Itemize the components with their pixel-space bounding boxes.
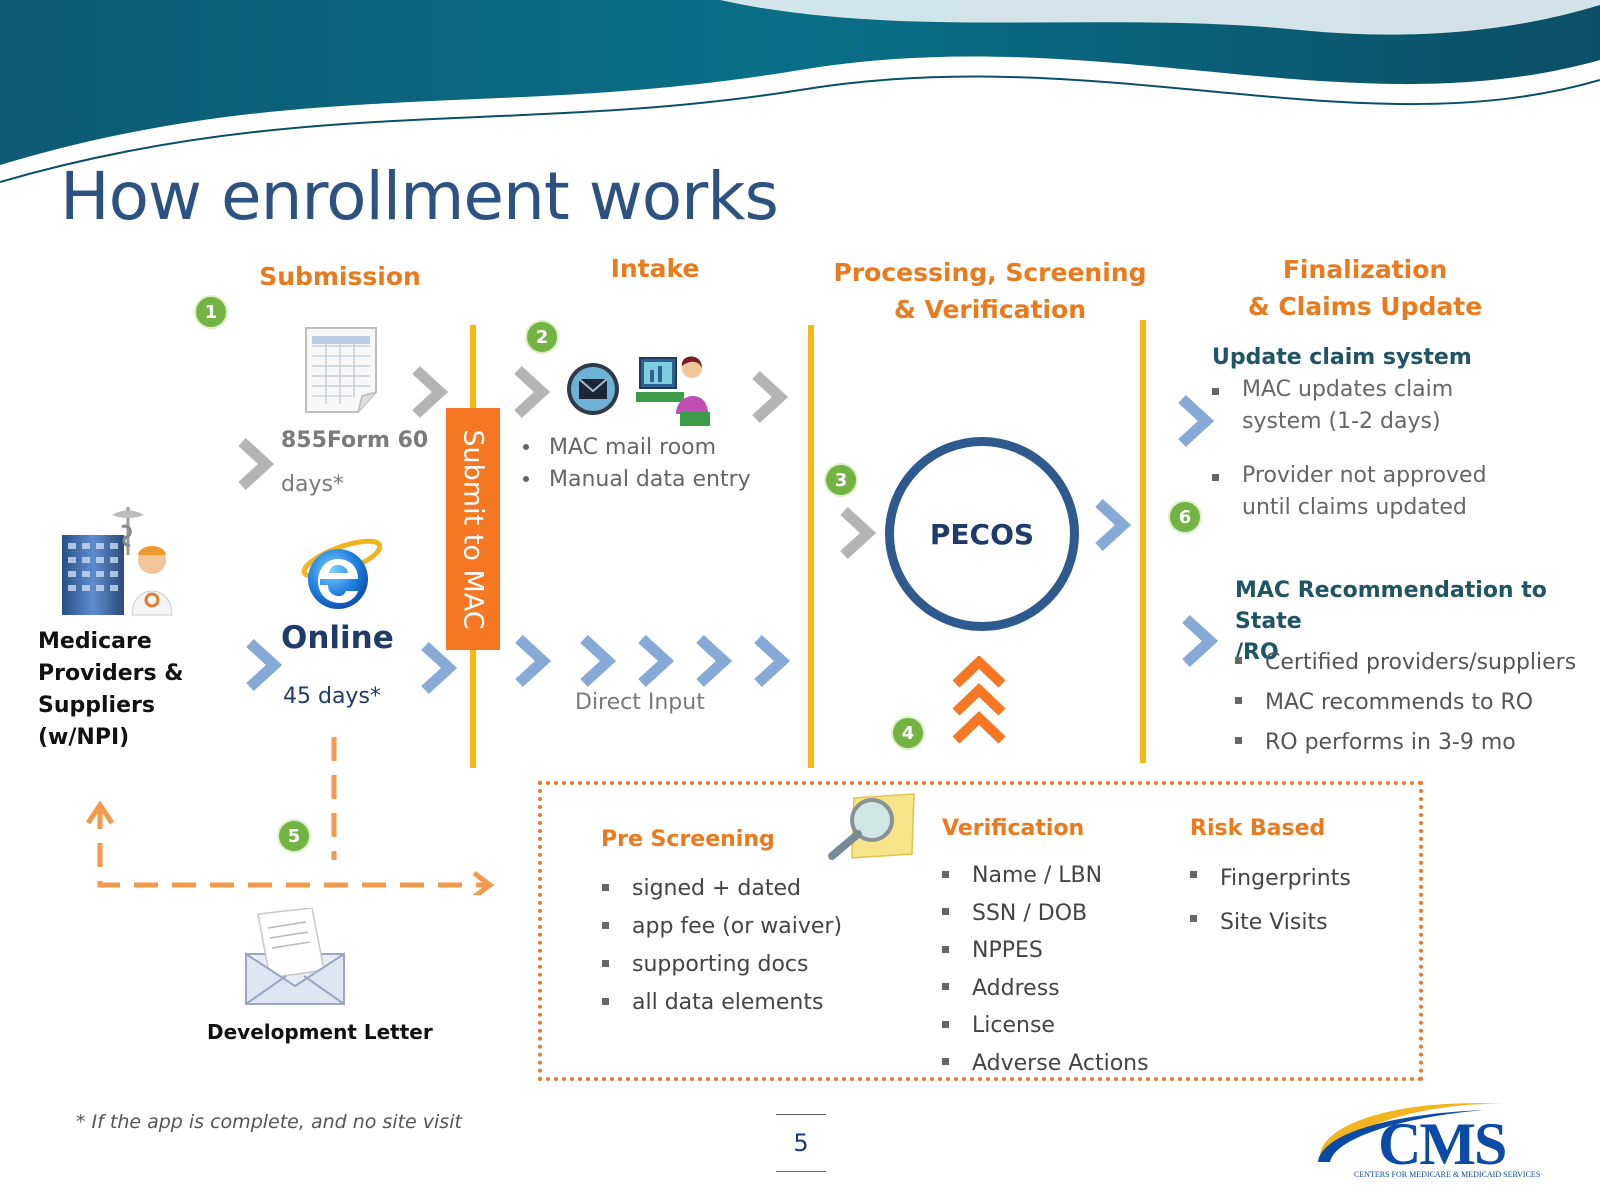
submit-to-mac-label: Submit to MAC — [457, 428, 489, 630]
pre-screening-item: app fee (or waiver) — [602, 908, 842, 946]
pre-screening-list: signed + dated app fee (or waiver) suppo… — [602, 870, 842, 1022]
mac-recommendation-list: Certified providers/suppliers MAC recomm… — [1235, 643, 1576, 763]
column-heading-processing: Processing, Screening & Verification — [833, 258, 1147, 324]
column-heading-finalization: Finalization & Claims Update — [1247, 255, 1483, 321]
development-letter-label: Development Letter — [207, 1020, 433, 1044]
intake-item: MAC mail room — [519, 432, 751, 464]
column-heading-intake: Intake — [610, 254, 700, 283]
chevron-right-icon — [752, 370, 789, 424]
up-arrows-icon — [952, 656, 1006, 744]
cms-logo — [1318, 1103, 1504, 1162]
divider-processing — [1140, 320, 1146, 763]
risk-based-item: Fingerprints — [1190, 857, 1351, 901]
data-entry-clerk-icon — [636, 356, 710, 426]
step-badge-1: 1 — [196, 297, 226, 327]
hospital-provider-icon — [62, 507, 173, 616]
online-days: 45 days* — [283, 684, 381, 709]
pecos-circle: PECOS — [885, 437, 1079, 631]
update-claim-item: Provider not approved until claims updat… — [1212, 460, 1487, 524]
pre-screening-heading: Pre Screening — [601, 827, 775, 852]
column-heading-submission: Submission — [259, 262, 421, 291]
chevron-right-icon — [696, 634, 733, 688]
step-badge-3: 3 — [826, 465, 856, 495]
pre-screening-item: all data elements — [602, 984, 842, 1022]
risk-based-heading: Risk Based — [1190, 816, 1326, 841]
email-envelope-icon — [567, 363, 619, 415]
risk-based-item: Site Visits — [1190, 901, 1351, 945]
intake-item: Manual data entry — [519, 464, 751, 496]
intake-list: MAC mail room Manual data entry — [519, 432, 751, 496]
update-claim-list: MAC updates claim system (1-2 days) Prov… — [1212, 374, 1487, 524]
direct-input-label: Direct Input — [575, 690, 705, 715]
envelope-letter-icon — [245, 908, 345, 1005]
chevron-right-icon — [515, 634, 552, 688]
pre-screening-item: supporting docs — [602, 946, 842, 984]
chevron-right-icon — [514, 365, 551, 419]
step-badge-2: 2 — [527, 322, 557, 352]
mac-recommendation-item: RO performs in 3-9 mo — [1235, 723, 1576, 763]
step-badge-4: 4 — [893, 718, 923, 748]
submit-to-mac-box: Submit to MAC — [446, 408, 500, 650]
divider-intake — [808, 325, 814, 768]
providers-label: Medicare Providers & Suppliers (w/NPI) — [38, 629, 184, 750]
development-loop-arrows — [86, 737, 495, 895]
online-label: Online — [281, 620, 394, 656]
header-banner — [0, 0, 1600, 183]
magnifier-note-icon — [828, 793, 915, 860]
mac-recommendation-item: MAC recommends to RO — [1235, 683, 1576, 723]
update-claim-item: MAC updates claim system (1-2 days) — [1212, 374, 1487, 438]
verification-heading: Verification — [942, 816, 1085, 841]
spreadsheet-form-icon — [305, 327, 377, 413]
risk-based-list: Fingerprints Site Visits — [1190, 857, 1351, 945]
web-browser-icon — [301, 538, 382, 609]
chevron-right-icon — [580, 634, 617, 688]
update-claim-heading: Update claim system — [1212, 345, 1472, 370]
cms-logo-subtext: CENTERS FOR MEDICARE & MEDICAID SERVICES — [1354, 1170, 1541, 1179]
verification-item: Address — [942, 970, 1149, 1008]
pecos-label: PECOS — [929, 517, 1035, 551]
chevron-right-icon — [412, 365, 449, 419]
step-badge-6: 6 — [1170, 502, 1200, 532]
step-badge-5: 5 — [279, 821, 309, 851]
verification-list: Name / LBN SSN / DOB NPPES Address Licen… — [942, 857, 1149, 1082]
chevron-right-icon — [1182, 614, 1219, 668]
chevron-right-icon — [421, 641, 458, 695]
chevron-right-icon — [1178, 394, 1215, 448]
chevron-right-icon — [754, 634, 791, 688]
page-number-box: 5 — [776, 1114, 826, 1172]
footnote: * If the app is complete, and no site vi… — [76, 1111, 462, 1133]
verification-item: SSN / DOB — [942, 895, 1149, 933]
paper-form-label: 855Form 60 days* — [281, 428, 429, 497]
page-title: How enrollment works — [60, 158, 779, 235]
page-number: 5 — [793, 1129, 809, 1157]
verification-item: NPPES — [942, 932, 1149, 970]
verification-item: License — [942, 1007, 1149, 1045]
verification-item: Adverse Actions — [942, 1045, 1149, 1083]
chevron-right-icon — [1095, 498, 1132, 552]
mac-recommendation-heading: MAC Recommendation to State /RO — [1235, 578, 1547, 665]
screening-box — [538, 781, 1423, 1081]
mac-recommendation-item: Certified providers/suppliers — [1235, 643, 1576, 683]
chevron-right-icon — [238, 437, 275, 491]
verification-item: Name / LBN — [942, 857, 1149, 895]
cms-logo-text: CMS — [1378, 1111, 1507, 1177]
chevron-right-icon — [246, 638, 283, 692]
pre-screening-item: signed + dated — [602, 870, 842, 908]
chevron-right-icon — [638, 634, 675, 688]
chevron-right-icon — [840, 506, 877, 560]
